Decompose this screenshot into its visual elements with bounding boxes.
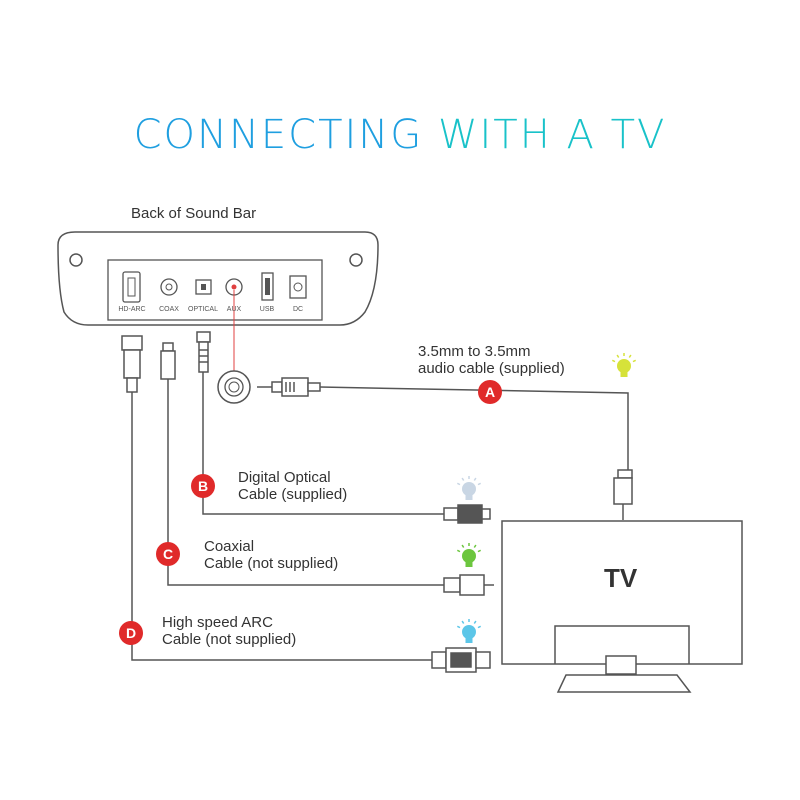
tv-screen (501, 520, 743, 665)
cable-c (160, 342, 494, 596)
cable-d-label: High speed ARC Cable (not supplied) (162, 614, 296, 648)
badge-d: D (119, 621, 143, 645)
tv-stand-block (605, 655, 637, 675)
page-title: CONNECTING WITH A TV (0, 112, 800, 158)
aux-jack-icon (217, 370, 251, 404)
blue-bulb-icon (456, 619, 482, 643)
port-label-dc: DC (292, 306, 304, 313)
cable-a-line1: 3.5mm to 3.5mm (418, 343, 531, 360)
port-label-optical: OPTICAL (188, 306, 218, 313)
badge-b: B (191, 474, 215, 498)
hdmi-port-icon (122, 271, 141, 303)
badge-c: C (156, 542, 180, 566)
port-label-usb: USB (259, 306, 275, 313)
cable-b-line2: Cable (supplied) (238, 486, 348, 503)
title-part-2: WITH A TV (437, 112, 667, 158)
optical-port-icon (195, 279, 212, 295)
cable-c-line2: Cable (not supplied) (204, 555, 339, 572)
port-label-aux: AUX (226, 306, 242, 313)
yellow-bulb-icon (611, 353, 637, 377)
cable-d-line1: High speed ARC (162, 614, 273, 631)
cable-a-line2: audio cable (supplied) (418, 360, 565, 377)
cable-b-line1: Digital Optical (238, 469, 331, 486)
badge-a: A (478, 380, 502, 404)
cable-d (121, 335, 491, 673)
port-panel (107, 259, 323, 321)
cable-d-line2: Cable (not supplied) (162, 631, 297, 648)
title-part-1: CONNECTING (133, 112, 438, 158)
coax-port-icon (160, 278, 178, 296)
tv-stand-base (556, 674, 692, 693)
cable-a (257, 377, 633, 520)
cable-a-label: 3.5mm to 3.5mm audio cable (supplied) (418, 343, 565, 377)
cable-c-label: Coaxial Cable (not supplied) (204, 538, 338, 572)
cable-c-line1: Coaxial (204, 538, 255, 555)
grey-bulb-icon (456, 476, 482, 500)
port-label-hdarc: HD-ARC (118, 306, 146, 313)
dc-port-icon (289, 275, 307, 299)
cable-b-label: Digital Optical Cable (supplied) (238, 469, 347, 503)
tv-stand-neck (554, 625, 690, 664)
tv-label: TV (604, 563, 638, 593)
green-bulb-icon (456, 543, 482, 567)
soundbar-label: Back of Sound Bar (131, 205, 257, 222)
port-label-coax: COAX (159, 306, 179, 313)
screw-hole-left-icon (69, 253, 83, 267)
cable-b (196, 331, 491, 524)
screw-hole-right-icon (349, 253, 363, 267)
usb-port-icon (261, 272, 274, 301)
